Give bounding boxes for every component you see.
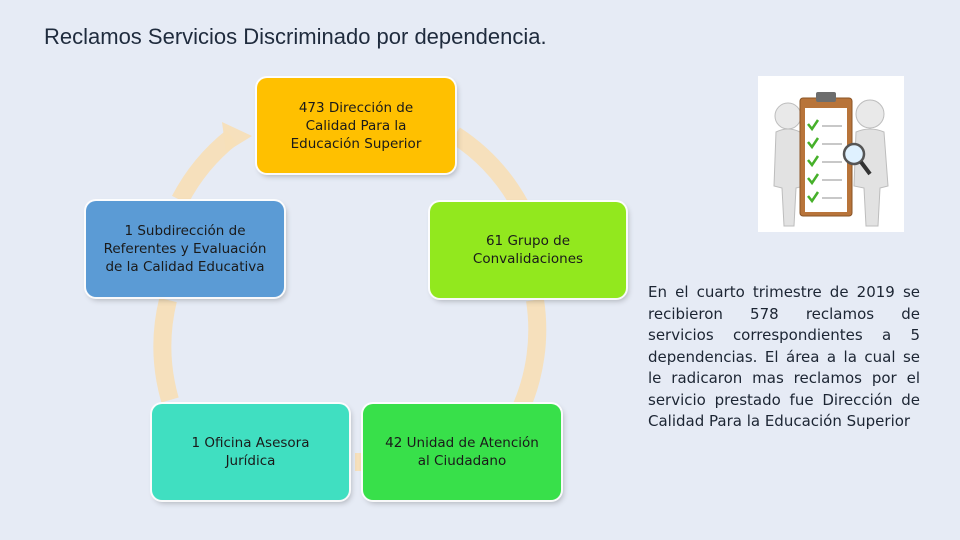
ring-arc-top-left	[180, 137, 232, 200]
clipboard-checklist-figures-icon	[758, 76, 904, 232]
ring-arc-right	[520, 300, 537, 410]
ring-arc-top-right	[455, 135, 520, 205]
node-label: 1 Subdirección de Referentes y Evaluació…	[104, 222, 267, 276]
node-label: 473 Dirección de Calidad Para la Educaci…	[291, 99, 422, 153]
node-label: 1 Oficina Asesora Jurídica	[192, 434, 310, 470]
node-label: 61 Grupo de Convalidaciones	[473, 232, 583, 268]
summary-text: En el cuarto trimestre de 2019 se recibi…	[648, 282, 920, 433]
ring-arc-left	[162, 300, 170, 400]
node-label: 42 Unidad de Atención al Ciudadano	[385, 434, 539, 470]
node-asesora-juridica: 1 Oficina Asesora Jurídica	[152, 404, 349, 500]
node-convalidaciones: 61 Grupo de Convalidaciones	[430, 202, 626, 298]
node-calidad-superior: 473 Dirección de Calidad Para la Educaci…	[257, 78, 455, 173]
node-subdireccion-referentes: 1 Subdirección de Referentes y Evaluació…	[86, 201, 284, 297]
ring-arrowhead	[222, 122, 252, 152]
node-atencion-ciudadano: 42 Unidad de Atención al Ciudadano	[363, 404, 561, 500]
